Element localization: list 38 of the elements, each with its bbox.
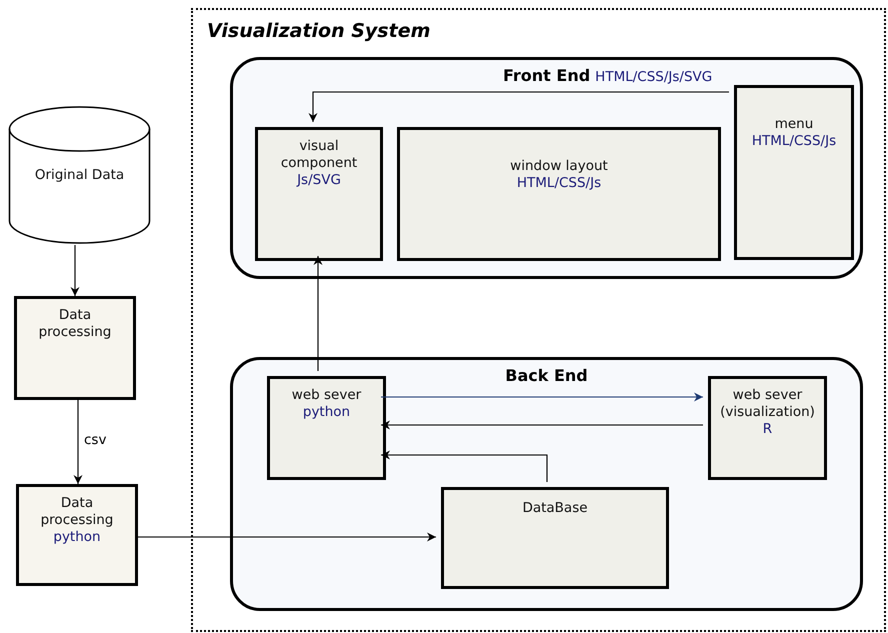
component-box [441, 487, 669, 589]
component-label: visual component [280, 138, 358, 172]
component-box [255, 127, 383, 261]
component-label: Original Data [34, 167, 126, 184]
component-box [267, 376, 386, 480]
technology-label: HTML/CSS/Js/SVG [595, 69, 712, 85]
component-label: web sever [290, 387, 362, 404]
component-label: DataBase [521, 500, 589, 517]
arrow [308, 91, 729, 122]
technology-label: R [762, 421, 774, 438]
arrow [138, 532, 436, 542]
arrow [381, 420, 703, 430]
technology-label: python [302, 404, 352, 421]
layer-panel [230, 357, 863, 611]
arrow [381, 392, 703, 402]
technology-label: python [52, 529, 102, 546]
process-box [16, 484, 138, 586]
arrow [74, 400, 82, 484]
arrow [314, 256, 322, 371]
arrow [381, 450, 548, 482]
layer-heading: Front End [503, 66, 590, 85]
system-heading: Visualization System [207, 20, 430, 42]
technology-label: HTML/CSS/Js [516, 175, 602, 192]
component-box [734, 85, 854, 260]
component-box [397, 127, 721, 261]
technology-label: Js/SVG [296, 172, 342, 189]
system-boundary [191, 8, 886, 632]
layer-panel [230, 57, 863, 279]
layer-heading: Back End [505, 366, 588, 385]
technology-label: HTML/CSS/Js [750, 133, 838, 150]
arrow [70, 245, 80, 296]
component-label: menu [774, 116, 814, 133]
component-label: window layout [509, 158, 609, 175]
component-label: Data processing [38, 307, 112, 341]
component-label: web sever (visualization) [719, 387, 816, 421]
process-box [14, 296, 136, 400]
component-label: Data processing [40, 495, 114, 529]
component-box [708, 376, 827, 480]
